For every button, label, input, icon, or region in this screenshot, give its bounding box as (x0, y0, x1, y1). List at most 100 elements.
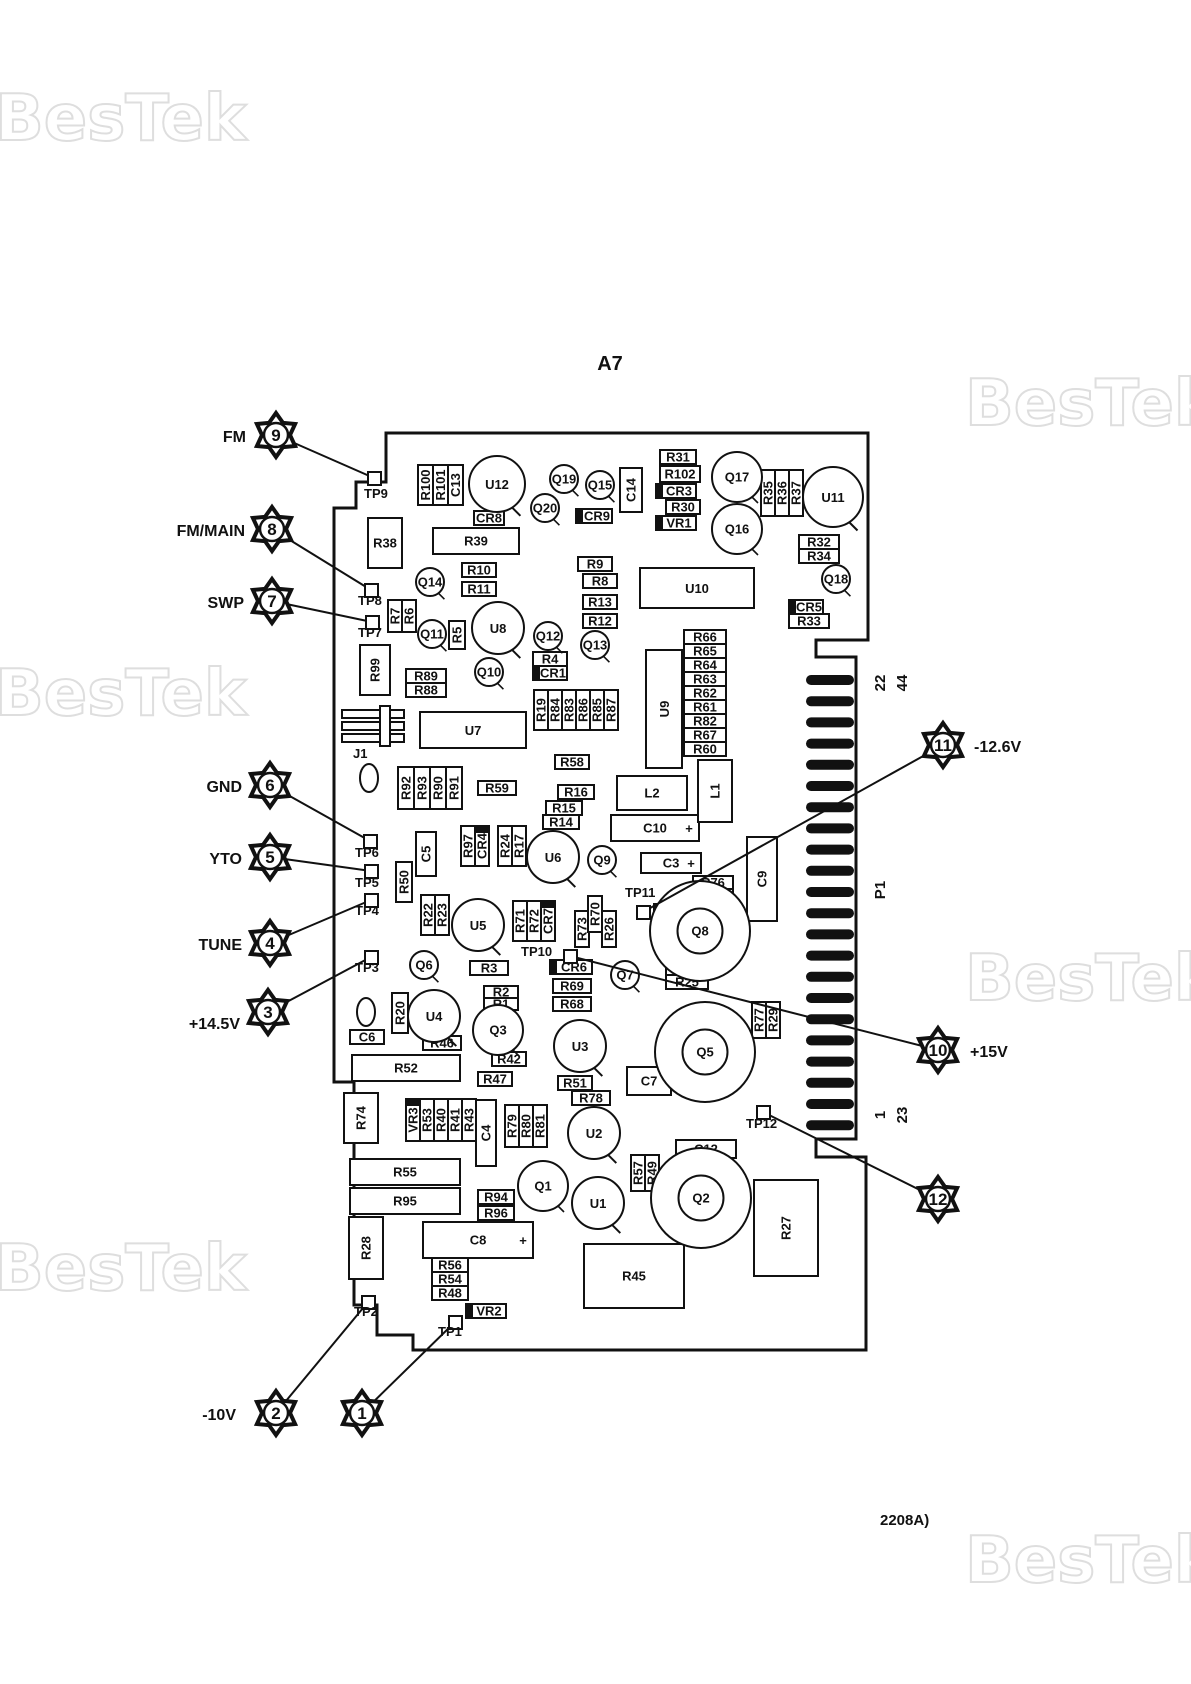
component-label: R13 (588, 595, 612, 610)
component-label: R72 (527, 909, 542, 933)
connector-finger (806, 696, 854, 707)
component-label: R99 (368, 658, 383, 682)
component-r59: R59 (477, 780, 517, 796)
component-r26: R26 (601, 910, 617, 948)
callout-number: 4 (265, 934, 275, 953)
component-label: R60 (693, 742, 717, 757)
transistor-label: Q18 (824, 572, 849, 587)
component-label: R53 (420, 1108, 435, 1132)
component-label: R43 (462, 1108, 477, 1132)
component-label: R30 (671, 500, 695, 515)
component-r45: R45 (583, 1243, 685, 1309)
test-point-signal-label: SWP (208, 595, 245, 612)
polarity-mark: + (685, 821, 693, 836)
diagram-title: A7 (597, 353, 623, 375)
ic-u11: U11 (802, 466, 864, 532)
test-point-id: TP3 (355, 960, 379, 975)
component-r24: R24 (497, 825, 513, 867)
component-r27: R27 (753, 1179, 819, 1277)
component-label: R16 (564, 785, 588, 800)
component-r15: R15 (545, 800, 583, 816)
connector-finger (806, 738, 854, 749)
ic-u8: U8 (471, 601, 525, 659)
component-c8: C8+ (422, 1221, 534, 1259)
component-cr1: CR1 (532, 665, 568, 681)
watermark-text: BesTek (965, 367, 1191, 441)
component-label: R96 (484, 1206, 508, 1221)
component-label: R32 (807, 535, 831, 550)
ic-label: U4 (426, 1009, 443, 1024)
transistor-q6: Q6 (409, 950, 439, 983)
test-point-pad (365, 615, 380, 630)
component-label: L2 (644, 786, 659, 801)
component-c9: C9 (746, 836, 778, 922)
leader-line (275, 1301, 369, 1414)
component-vr1: VR1 (655, 515, 697, 531)
component-cr9: CR9 (575, 508, 613, 524)
connector-finger (806, 844, 854, 855)
component-c5: C5 (415, 831, 437, 877)
edge-connector-p1 (806, 675, 854, 1131)
component-label: R97 (461, 834, 476, 858)
ic-label: U6 (545, 850, 562, 865)
test-point-pad (448, 1315, 463, 1330)
transistor-q10: Q10 (474, 657, 504, 690)
component-label: R15 (552, 801, 576, 816)
transistor-label: Q12 (536, 629, 561, 644)
test-point-signal-label: +15V (970, 1044, 1008, 1061)
component-label: R66 (693, 630, 717, 645)
component-r14: R14 (542, 814, 580, 830)
component-label: R48 (438, 1286, 462, 1301)
component-label: C13 (448, 473, 463, 497)
component-label: R102 (664, 467, 695, 482)
connector-finger (806, 1099, 854, 1109)
component-label: R56 (438, 1258, 462, 1273)
test-point-signal-label: FM/MAIN (177, 523, 245, 540)
component-r57: R57 (630, 1154, 646, 1192)
component-label: R33 (797, 614, 821, 629)
callout-number: 5 (265, 848, 274, 867)
component-label: C7 (641, 1074, 658, 1089)
transistor-label: Q13 (583, 638, 608, 653)
ic-u5: U5 (451, 898, 505, 956)
polarity-mark: + (519, 1233, 527, 1248)
transistor-q15: Q15 (585, 470, 615, 503)
component-l1: L1 (697, 759, 733, 823)
component-label: CR3 (666, 484, 692, 499)
component-label: R4 (542, 652, 559, 667)
transistor-label: Q1 (534, 1179, 551, 1194)
connector-pin-number: 23 (894, 1107, 911, 1124)
connector-finger (806, 950, 854, 961)
connector-finger (806, 1077, 854, 1088)
component-r23: R23 (434, 894, 450, 936)
component-label: CR5 (796, 600, 822, 615)
test-point-id: TP1 (438, 1324, 462, 1339)
watermark-text: BesTek (0, 82, 248, 156)
component-r47: R47 (477, 1071, 513, 1087)
callout-number: 6 (265, 776, 274, 795)
callout-number: 10 (929, 1041, 948, 1060)
ic-u10: U10 (639, 567, 755, 609)
connector-finger (806, 993, 854, 1003)
component-r63: R63 (683, 671, 727, 687)
component-label: R8 (592, 574, 609, 589)
test-point-id: TP6 (355, 845, 379, 860)
component-label: CR9 (584, 509, 610, 524)
component-r92: R92 (397, 766, 415, 810)
transistor-q16: Q16 (711, 503, 763, 556)
transistor-q2: Q2 (650, 1147, 752, 1249)
test-point-pad (636, 905, 651, 920)
component-label: VR1 (666, 516, 691, 531)
connector-pin-number: 22 (872, 675, 889, 692)
connector-label: P1 (872, 881, 889, 899)
component-r65: R65 (683, 643, 727, 659)
component-label: R74 (354, 1105, 369, 1130)
component-cr7: CR7 (540, 900, 556, 942)
component-r16: R16 (557, 784, 595, 800)
ic-label: U5 (470, 918, 487, 933)
component-r100: R100 (417, 464, 434, 506)
component-label: R5 (450, 627, 465, 644)
component-r77: R77 (751, 1001, 767, 1039)
